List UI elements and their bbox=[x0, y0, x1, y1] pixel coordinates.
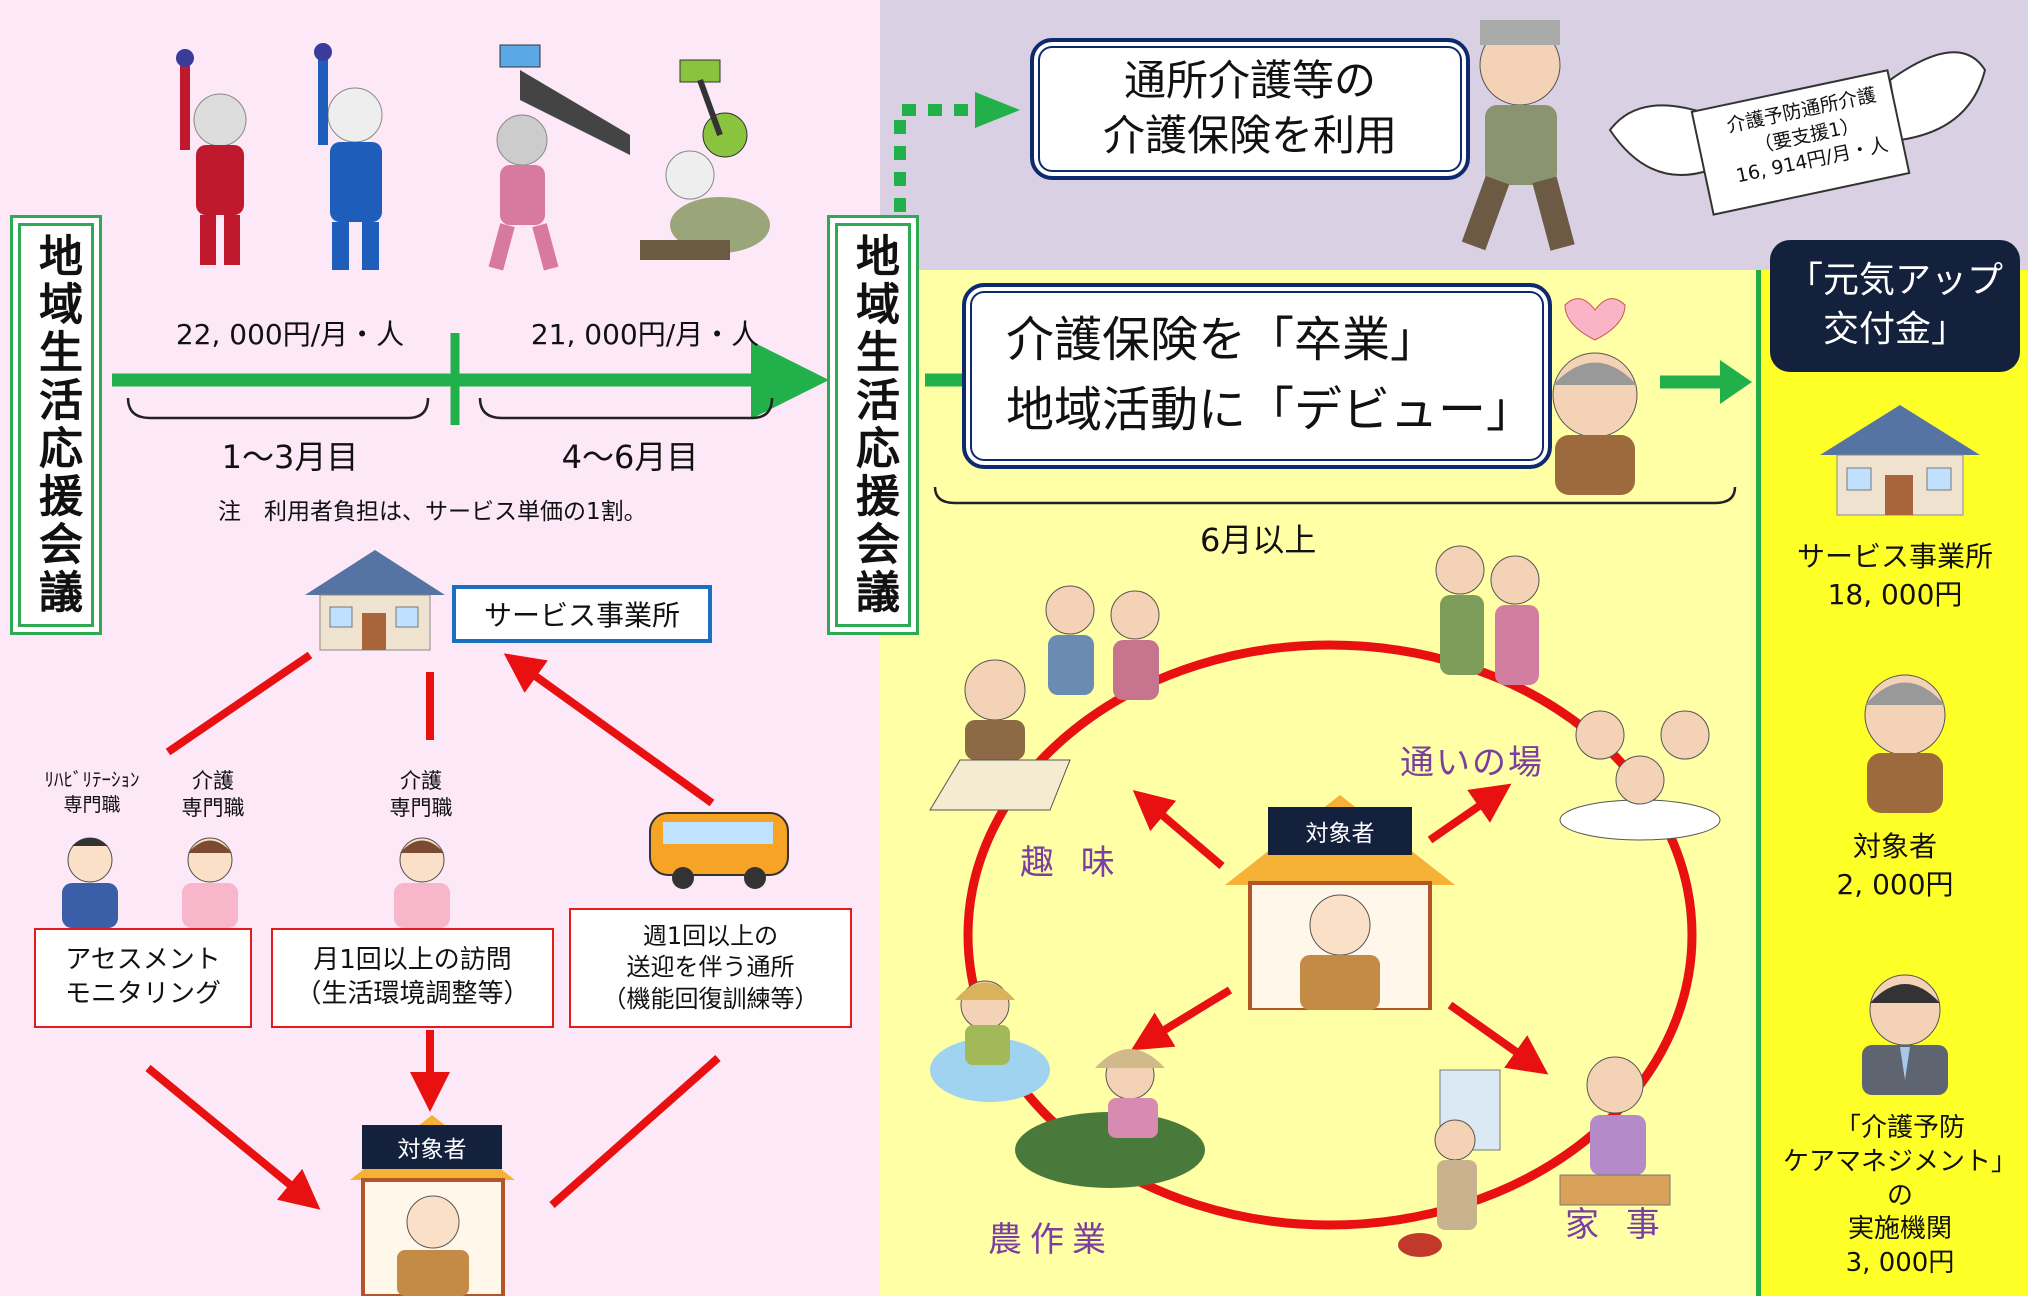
day-service-box: 週1回以上の 送迎を伴う通所 （機能回復訓練等） bbox=[569, 908, 852, 1028]
activity-housework-label: 家 事 bbox=[1565, 1205, 1668, 1245]
period1-label: 1～3月目 bbox=[221, 438, 359, 476]
elder-man-stretch-icon bbox=[640, 150, 770, 260]
staff-illustrations bbox=[62, 837, 450, 928]
insurance-use-box: 通所介護等の 介護保険を利用 bbox=[1030, 38, 1470, 180]
vacuum-elder-icon bbox=[1398, 1069, 1501, 1257]
rehab-staff-icon bbox=[62, 837, 118, 928]
target-tag-center: 対象者 bbox=[1268, 807, 1412, 855]
tired-elder-man-icon bbox=[1461, 20, 1575, 251]
exercise-group-icon bbox=[1435, 545, 1540, 685]
role-care-label: 介護 専門職 bbox=[181, 769, 245, 821]
target-tag-left: 対象者 bbox=[362, 1125, 502, 1169]
cooking-elder-icon bbox=[1559, 1056, 1671, 1206]
assessment-box: アセスメント モニタリング bbox=[34, 928, 252, 1028]
tea-group-icon bbox=[1559, 710, 1721, 841]
treadmill-icon bbox=[499, 44, 630, 155]
exercise-bike-icon bbox=[679, 59, 748, 158]
brace-period1 bbox=[126, 397, 430, 420]
activity-circle bbox=[963, 640, 1697, 1230]
graduate-debut-box: 介護保険を「卒業」 地域活動に「デビュー」 bbox=[962, 283, 1552, 469]
meeting-box-midpoint: 地域生活応援会議 bbox=[827, 215, 919, 635]
care-manager-icon bbox=[1862, 974, 1948, 1095]
office-house-icon bbox=[305, 550, 445, 651]
elder-woman-dumbbell-icon bbox=[176, 49, 247, 265]
exercise-illustration bbox=[176, 43, 770, 271]
cost-note: 注 利用者負担は、サービス単価の1割。 bbox=[218, 499, 647, 525]
six-months-label: 6月以上 bbox=[1200, 521, 1317, 559]
karaoke-couple-icon bbox=[1045, 585, 1160, 700]
elder-woman-stretch-icon bbox=[488, 114, 559, 271]
elder-man-dumbbell-icon bbox=[314, 43, 383, 270]
activity-gathering-label: 通いの場 bbox=[1400, 743, 1544, 783]
price-period2: 21, 000円/月・人 bbox=[530, 318, 760, 351]
activity-hobby-label: 趣 味 bbox=[1020, 843, 1123, 883]
painting-elder-icon bbox=[929, 659, 1071, 811]
target-house-left: 対象者 bbox=[345, 1110, 520, 1296]
price-period1: 22, 000円/月・人 bbox=[175, 318, 405, 351]
hobby-illustration bbox=[929, 585, 1160, 811]
brace-period2 bbox=[478, 397, 774, 420]
rice-planting-icon bbox=[930, 980, 1050, 1102]
grant-service-office: サービス事業所 18, 000円 bbox=[1796, 540, 1993, 611]
period2-label: 4～6月目 bbox=[561, 438, 699, 476]
activity-farming-label: 農作業 bbox=[988, 1220, 1114, 1260]
target-house-center: 対象者 bbox=[1225, 795, 1455, 1010]
bus-icon bbox=[649, 812, 789, 889]
role-rehab-label: ﾘﾊﾋﾞﾘﾃｰｼｮﾝ 専門職 bbox=[44, 769, 140, 816]
home-visit-box: 月1回以上の訪問 （生活環境調整等） bbox=[271, 928, 554, 1028]
service-office-label: サービス事業所 bbox=[452, 585, 712, 643]
grant-title: 「元気アップ 交付金」 bbox=[1770, 240, 2020, 372]
housework-illustration bbox=[1398, 1056, 1671, 1257]
happy-elder-woman-right-icon bbox=[1864, 674, 1946, 813]
grant-target: 対象者 2, 000円 bbox=[1836, 830, 1954, 901]
field-work-icon bbox=[1015, 1049, 1205, 1188]
grant-institution: 「介護予防 ケアマネジメント」の 実施機関 3, 000円 bbox=[1782, 1113, 2017, 1279]
role-care-label-2: 介護 専門職 bbox=[389, 769, 453, 821]
brace-six-months bbox=[933, 486, 1737, 505]
meeting-box-start: 地域生活応援会議 bbox=[10, 215, 102, 635]
care-staff-icon bbox=[182, 837, 238, 928]
office-house-icon-right bbox=[1820, 405, 1980, 516]
happy-elder-woman-icon bbox=[1552, 298, 1638, 495]
dotted-path-insurance bbox=[894, 104, 975, 212]
gathering-illustration bbox=[1435, 545, 1721, 841]
care-staff-2-icon bbox=[394, 837, 450, 928]
farming-illustration bbox=[930, 980, 1205, 1188]
flying-money-icon bbox=[1608, 51, 1987, 216]
